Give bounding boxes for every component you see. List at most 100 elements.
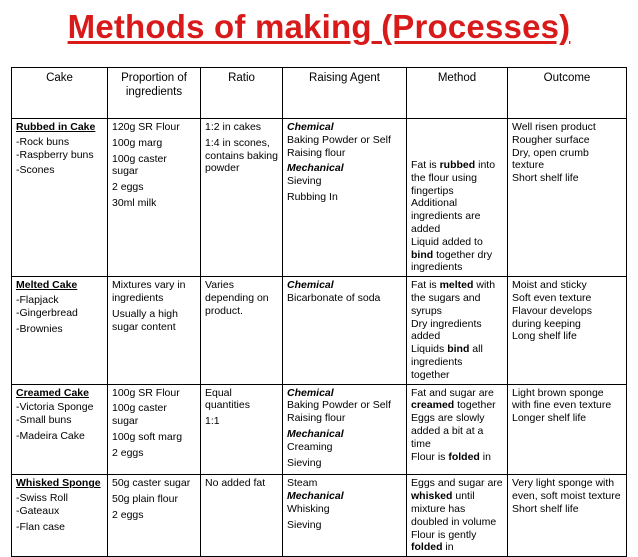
raising-mechanical-item: Sieving xyxy=(287,518,322,531)
cake-example: -Gateaux xyxy=(16,504,60,517)
cake-name: Creamed Cake xyxy=(16,386,89,399)
cake-name: Whisked Sponge xyxy=(16,477,101,490)
raising-mechanical-item: Creaming xyxy=(287,440,333,453)
cake-example: -Brownies xyxy=(16,322,63,335)
raising-chemical-label: Chemical xyxy=(287,386,334,399)
cake-example: -Flapjack xyxy=(16,293,59,306)
raising-chemical-text: Baking Powder or Self Raising flour xyxy=(287,399,391,425)
outcome-item: Light brown sponge with fine even textur… xyxy=(512,386,612,412)
method-step: Flour is gently folded in xyxy=(411,528,477,554)
outcome-item: Dry, open crumb texture xyxy=(512,146,589,172)
cake-example: -Madeira Cake xyxy=(16,429,85,442)
method-step: Eggs are slowly added a bit at a time xyxy=(411,412,485,450)
cake-example: -Small buns xyxy=(16,414,72,427)
raising-agent-cell: Steam Mechanical Whisking Sieving xyxy=(282,474,407,557)
proportion-item: 100g marg xyxy=(112,136,163,149)
ratio-item: Varies depending on product. xyxy=(205,279,269,317)
cake-example: -Rock buns xyxy=(16,135,70,148)
ratio-item: Equal quantities xyxy=(205,386,250,412)
cake-cell: Rubbed in Cake -Rock buns -Raspberry bun… xyxy=(11,117,108,278)
raising-mechanical-label: Mechanical xyxy=(287,490,344,503)
table-row-creamed: Creamed Cake -Victoria Sponge -Small bun… xyxy=(11,383,627,476)
outcome-item: Very light sponge with even, soft moist … xyxy=(512,477,621,503)
outcome-cell: Light brown sponge with fine even textur… xyxy=(507,383,627,476)
raising-mechanical-item: Sieving xyxy=(287,175,322,188)
proportion-item: 2 eggs xyxy=(112,181,144,194)
cake-name: Melted Cake xyxy=(16,279,78,292)
ratio-item: 1:2 in cakes xyxy=(205,121,262,133)
page-title: Methods of making (Processes) xyxy=(67,8,571,45)
raising-mechanical-item: Rubbing In xyxy=(287,190,338,203)
outcome-item: Flavour develops during keeping xyxy=(512,304,592,330)
outcome-item: Moist and sticky xyxy=(512,279,587,292)
method-step: Dry ingredients added xyxy=(411,317,482,343)
ratio-cell: 1:2 in cakes 1:4 in scones, contains bak… xyxy=(200,117,283,278)
raising-chemical-text: Baking Powder or Self Raising flour xyxy=(287,133,391,159)
proportion-item: 30ml milk xyxy=(112,196,157,209)
header-ratio: Ratio xyxy=(200,67,283,119)
proportion-item: 120g SR Flour xyxy=(112,121,180,133)
proportion-item: 100g soft marg xyxy=(112,430,183,443)
proportion-cell: 120g SR Flour 100g marg 100g caster suga… xyxy=(107,117,201,278)
raising-agent-cell: Chemical Bicarbonate of soda xyxy=(282,276,407,385)
cake-cell: Melted Cake -Flapjack -Gingerbread -Brow… xyxy=(11,276,108,385)
outcome-item: Rougher surface xyxy=(512,133,590,146)
method-cell: Fat is rubbed into the flour using finge… xyxy=(406,117,508,278)
proportion-cell: 50g caster sugar 50g plain flour 2 eggs xyxy=(107,474,201,557)
cake-example: -Swiss Roll xyxy=(16,492,68,505)
raising-mechanical-item: Sieving xyxy=(287,456,322,469)
outcome-item: Well risen product xyxy=(512,121,596,133)
method-step: Fat is rubbed into the flour using finge… xyxy=(411,159,496,197)
method-cell: Eggs and sugar are whisked until mixture… xyxy=(406,474,508,557)
cake-example: -Raspberry buns xyxy=(16,148,94,161)
cake-cell: Creamed Cake -Victoria Sponge -Small bun… xyxy=(11,383,108,476)
method-cell: Fat is melted with the sugars and syrups… xyxy=(406,276,508,385)
raising-agent-cell: Chemical Baking Powder or Self Raising f… xyxy=(282,383,407,476)
header-proportion: Proportion of ingredients xyxy=(107,67,201,119)
method-step: Fat is melted with the sugars and syrups xyxy=(411,279,496,317)
method-step: Fat and sugar are creamed together xyxy=(411,386,496,412)
proportion-cell: 100g SR Flour 100g caster sugar 100g sof… xyxy=(107,383,201,476)
table-row-rubbed-in: Rubbed in Cake -Rock buns -Raspberry bun… xyxy=(11,117,627,278)
methods-table: Cake Proportion of ingredients Ratio Rai… xyxy=(11,67,627,557)
proportion-item: 100g SR Flour xyxy=(112,386,180,399)
cake-example: -Victoria Sponge xyxy=(16,401,94,414)
outcome-cell: Very light sponge with even, soft moist … xyxy=(507,474,627,557)
header-cake: Cake xyxy=(11,67,108,119)
method-step: Liquids bind all ingredients together xyxy=(411,343,483,381)
outcome-item: Short shelf life xyxy=(512,502,579,515)
table-row-melted: Melted Cake -Flapjack -Gingerbread -Brow… xyxy=(11,276,627,385)
proportion-item: 2 eggs xyxy=(112,508,144,521)
proportion-item: 100g caster sugar xyxy=(112,402,167,428)
raising-chemical-text: Bicarbonate of soda xyxy=(287,291,381,304)
raising-chemical-label: Chemical xyxy=(287,121,334,133)
raising-mechanical-label: Mechanical xyxy=(287,162,344,175)
outcome-item: Long shelf life xyxy=(512,330,577,343)
proportion-item: 2 eggs xyxy=(112,446,144,459)
method-step: Additional ingredients are added xyxy=(411,197,481,235)
cake-example: -Gingerbread xyxy=(16,306,78,319)
cake-name: Rubbed in Cake xyxy=(16,121,96,133)
ratio-item: No added fat xyxy=(205,477,266,490)
outcome-item: Longer shelf life xyxy=(512,412,587,425)
raising-agent-cell: Chemical Baking Powder or Self Raising f… xyxy=(282,117,407,278)
proportion-item: 100g caster sugar xyxy=(112,152,167,178)
ratio-cell: No added fat xyxy=(200,474,283,557)
outcome-cell: Well risen product Rougher surface Dry, … xyxy=(507,117,627,278)
outcome-item: Soft even texture xyxy=(512,291,592,304)
raising-steam-text: Steam xyxy=(287,477,318,490)
method-cell: Fat and sugar are creamed together Eggs … xyxy=(406,383,508,476)
ratio-cell: Varies depending on product. xyxy=(200,276,283,385)
proportion-item: Usually a high sugar content xyxy=(112,307,178,333)
cake-example: -Scones xyxy=(16,164,55,177)
raising-chemical-label: Chemical xyxy=(287,279,334,292)
method-step: Flour is folded in xyxy=(411,450,491,463)
ratio-item: 1:4 in scones, contains baking powder xyxy=(205,136,278,175)
proportion-cell: Mixtures vary in ingredients Usually a h… xyxy=(107,276,201,385)
table-header-row: Cake Proportion of ingredients Ratio Rai… xyxy=(11,67,627,119)
header-raising-agent: Raising Agent xyxy=(282,67,407,119)
cake-example: -Flan case xyxy=(16,520,66,533)
method-step: Liquid added to bind together dry ingred… xyxy=(411,235,493,274)
proportion-item: Mixtures vary in ingredients xyxy=(112,279,186,304)
outcome-item: Short shelf life xyxy=(512,172,579,185)
